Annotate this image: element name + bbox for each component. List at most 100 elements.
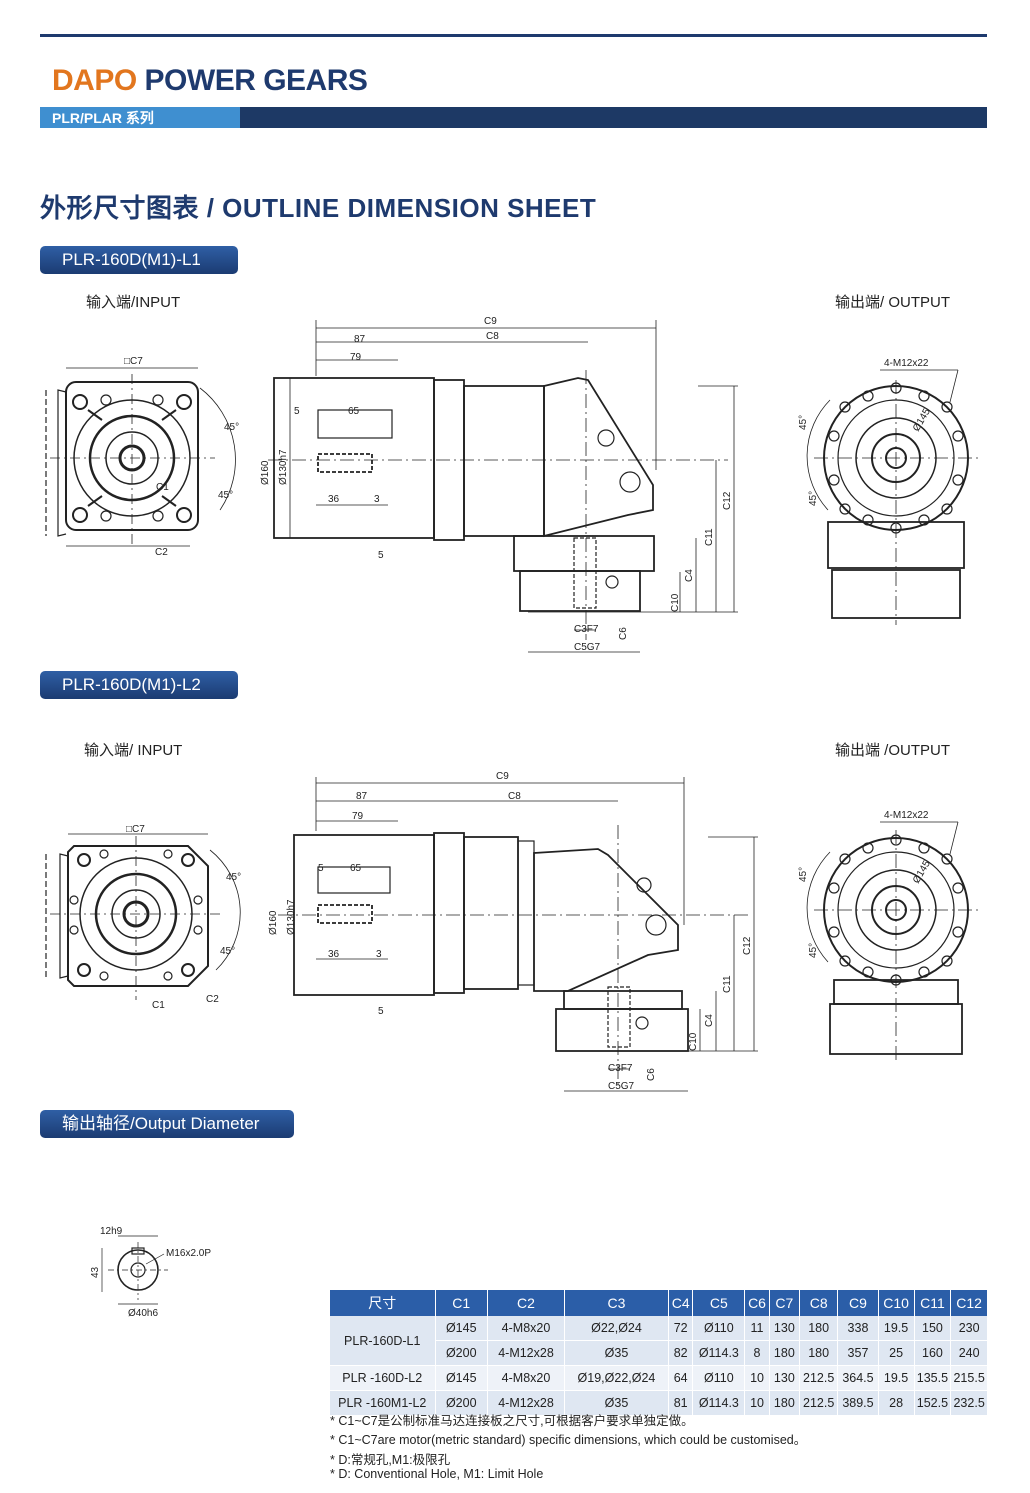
- table-cell: Ø19,Ø22,Ø24: [564, 1365, 669, 1391]
- model2-input-label: 输入端/ INPUT: [84, 742, 183, 759]
- angle-label: 45°: [798, 867, 809, 882]
- table-cell: Ø35: [564, 1340, 669, 1366]
- col-header: 尺寸: [330, 1290, 436, 1316]
- c11-label: C11: [722, 975, 733, 993]
- dim-79: 79: [350, 352, 362, 363]
- table-cell: 64: [668, 1365, 694, 1391]
- col-header: C11: [914, 1290, 952, 1316]
- note-line: * C1~C7are motor(metric standard) specif…: [330, 1433, 807, 1447]
- col-header: C10: [878, 1290, 915, 1316]
- table-cell: 19.5: [878, 1365, 915, 1391]
- c3-label: C3F7: [574, 624, 599, 635]
- note-line: * C1~C7是公制标准马达连接板之尺寸,可根据客户要求单独定做。: [330, 1414, 694, 1428]
- c1-label: C1: [156, 482, 169, 493]
- dim-65: 65: [348, 406, 360, 417]
- output-shaft-view: 12h9 43 M16x2.0P Ø40h6: [90, 1226, 211, 1319]
- c5-label: C5G7: [574, 642, 601, 653]
- dim-36: 36: [328, 494, 340, 505]
- table-cell: Ø35: [564, 1390, 669, 1416]
- note-line: * D:常规孔,M1:极限孔: [330, 1453, 451, 1467]
- angle-label: 45°: [220, 946, 235, 957]
- brand-logo: DAPO POWER GEARS: [52, 64, 368, 97]
- c9-label: C9: [484, 316, 497, 327]
- dim-5: 5: [294, 406, 300, 417]
- model1-title-pill: PLR-160D(M1)-L1: [40, 246, 238, 274]
- c8-label: C8: [486, 331, 499, 342]
- top-rule: [40, 34, 987, 37]
- shaft-dia-label: Ø40h6: [128, 1308, 158, 1319]
- c7-label: □C7: [126, 824, 145, 835]
- dia-130-label: Ø130h7: [286, 899, 297, 935]
- table-cell: 72: [668, 1316, 694, 1341]
- table-cell: 4-M8x20: [487, 1365, 566, 1391]
- c2-label: C2: [206, 994, 219, 1005]
- model1-output-view: 4-M12x22 Ø145 45° 45°: [798, 358, 980, 625]
- table-cell: Ø145: [435, 1316, 488, 1341]
- angle-label: 45°: [224, 422, 239, 433]
- table-cell: 180: [769, 1340, 800, 1366]
- c6-label: C6: [618, 627, 629, 640]
- c11-label: C11: [704, 528, 715, 546]
- shaft-key-label: 12h9: [100, 1226, 123, 1237]
- dia-160-label: Ø160: [260, 460, 271, 485]
- model2-side-view: C9 C8 87 79 65 5 36 3 5 Ø160 Ø130h7 C12 …: [268, 771, 758, 1092]
- model2-input-view: □C7 C1 C2 45° 45°: [45, 824, 241, 1011]
- model-cell: PLR-160D-L1: [330, 1316, 436, 1366]
- model1-input-view: □C7 C1 C2 45° 45°: [45, 356, 239, 558]
- shaft-height-label: 43: [90, 1266, 101, 1278]
- table-cell: 215.5: [950, 1365, 988, 1391]
- table-cell: 130: [769, 1316, 800, 1341]
- c4-label: C4: [704, 1014, 715, 1027]
- angle-label: 45°: [218, 490, 233, 501]
- col-header: C7: [769, 1290, 800, 1316]
- col-header: C1: [435, 1290, 488, 1316]
- c8-label: C8: [508, 791, 521, 802]
- series-bar: [40, 107, 987, 128]
- table-cell: 135.5: [914, 1365, 952, 1391]
- dim-3: 3: [374, 494, 380, 505]
- holes-label: 4-M12x22: [884, 358, 929, 369]
- table-row: Ø200 4-M12x28 Ø35 82 Ø114.3 8 180 180 35…: [330, 1340, 988, 1366]
- table-row: PLR-160D-L1 Ø145 4-M8x20 Ø22,Ø24 72 Ø110…: [330, 1316, 988, 1366]
- angle-label: 45°: [808, 491, 819, 506]
- table-cell: 19.5: [878, 1316, 915, 1341]
- dim-87: 87: [356, 791, 368, 802]
- dimension-table: 尺寸 C1 C2 C3 C4 C5 C6 C7 C8 C9 C10 C11 C1…: [330, 1290, 988, 1416]
- dim-3: 3: [376, 949, 382, 960]
- table-cell: 212.5: [799, 1390, 839, 1416]
- table-cell: Ø200: [435, 1340, 488, 1366]
- table-cell: 130: [769, 1365, 800, 1391]
- table-cell: 180: [799, 1316, 839, 1341]
- model2-output-view: 4-M12x22 Ø145 45° 45°: [798, 810, 980, 1060]
- c12-label: C12: [742, 936, 753, 955]
- dia-130-label: Ø130h7: [278, 449, 289, 485]
- table-row: PLR -160D-L2 Ø145 4-M8x20 Ø19,Ø22,Ø24 64…: [330, 1365, 988, 1391]
- c7-label: □C7: [124, 356, 143, 367]
- table-cell: 180: [769, 1390, 800, 1416]
- table-cell: 150: [914, 1316, 952, 1341]
- c5-label: C5G7: [608, 1081, 635, 1092]
- table-cell: 81: [668, 1390, 694, 1416]
- col-header: C8: [799, 1290, 839, 1316]
- model2-title-pill: PLR-160D(M1)-L2: [40, 671, 238, 699]
- dim-65: 65: [350, 863, 362, 874]
- model1-output-label: 输出端/ OUTPUT: [835, 294, 950, 311]
- c6-label: C6: [646, 1068, 657, 1081]
- dim-5: 5: [378, 1006, 384, 1017]
- dim-36: 36: [328, 949, 340, 960]
- table-cell: 4-M12x28: [487, 1390, 566, 1416]
- table-cell: Ø114.3: [692, 1340, 746, 1366]
- table-cell: 240: [950, 1340, 988, 1366]
- model-cell: PLR -160M1-L2: [330, 1390, 436, 1416]
- table-cell: Ø110: [692, 1316, 746, 1341]
- output-diameter-pill: 输出轴径/Output Diameter: [40, 1110, 294, 1138]
- c1-label: C1: [152, 1000, 165, 1011]
- table-cell: 180: [799, 1340, 839, 1366]
- table-cell: 8: [744, 1340, 770, 1366]
- dim-5: 5: [378, 550, 384, 561]
- section-title: 外形尺寸图表 / OUTLINE DIMENSION SHEET: [40, 193, 597, 223]
- table-cell: 4-M12x28: [487, 1340, 566, 1366]
- model1-side-view: C9 C8 87 79 65 5 36 3 5 Ø160 Ø130h7 C12 …: [260, 316, 738, 653]
- table-cell: 82: [668, 1340, 694, 1366]
- c10-label: C10: [670, 593, 681, 612]
